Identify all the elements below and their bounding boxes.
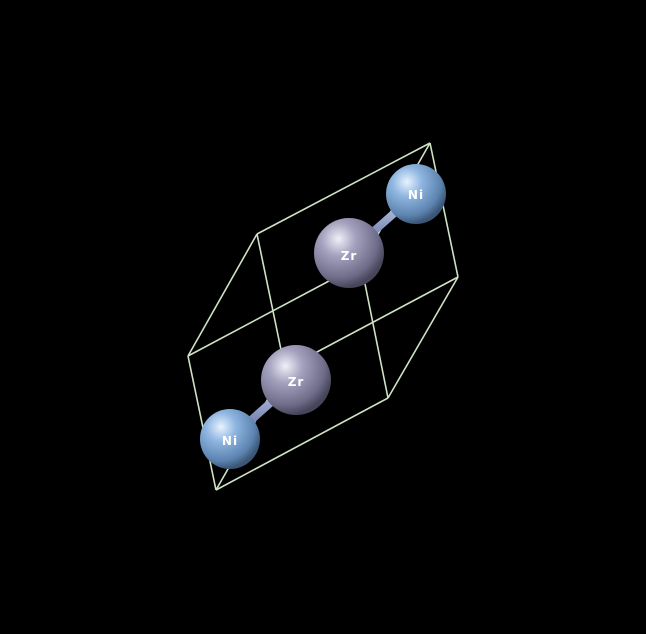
- cell-edge: [360, 263, 389, 399]
- cell-edge: [187, 355, 217, 491]
- cell-edge: [429, 142, 459, 278]
- atom-ni-top[interactable]: Ni: [386, 164, 446, 224]
- atom-sphere[interactable]: [314, 218, 384, 288]
- cell-edge: [215, 397, 389, 491]
- cell-edge: [187, 233, 258, 357]
- atom-ni-bottom[interactable]: Ni: [200, 409, 260, 469]
- atom-sphere[interactable]: [200, 409, 260, 469]
- atom-sphere[interactable]: [386, 164, 446, 224]
- cell-edge: [387, 276, 459, 399]
- cell-edge: [256, 233, 286, 370]
- atom-zr-bottom[interactable]: Zr: [261, 345, 331, 415]
- cell-edge: [256, 142, 431, 235]
- atom-sphere[interactable]: [261, 345, 331, 415]
- atom-label: Zr: [288, 375, 305, 389]
- atom-label: Ni: [222, 434, 238, 448]
- atom-label: Ni: [408, 188, 424, 202]
- atom-label: Zr: [341, 249, 358, 263]
- atom-zr-top[interactable]: Zr: [314, 218, 384, 288]
